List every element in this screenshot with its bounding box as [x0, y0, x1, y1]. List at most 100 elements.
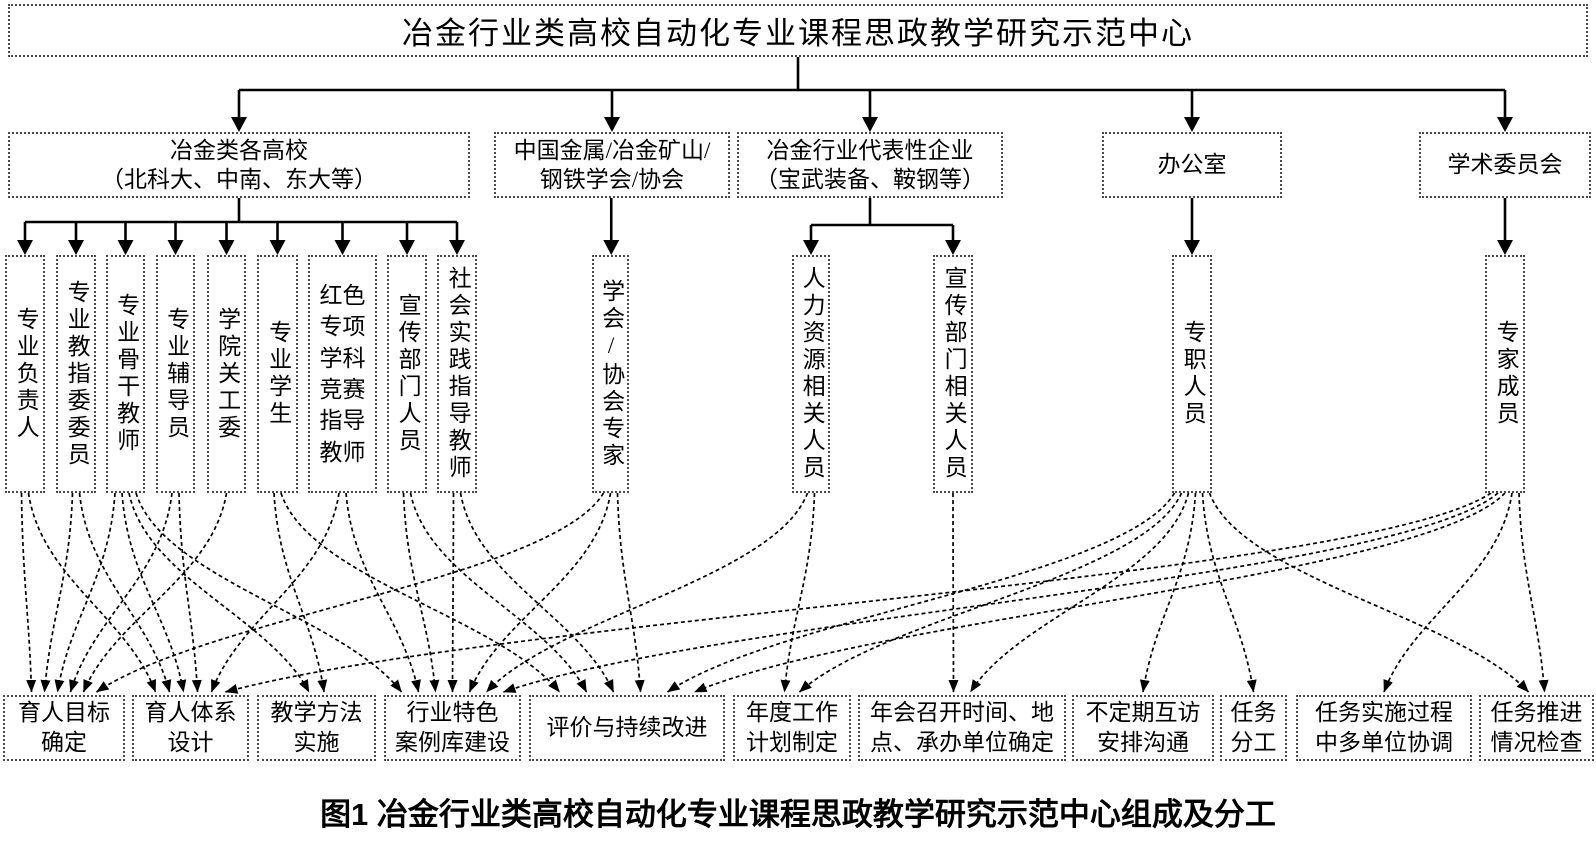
- practice-advisor-box: 社会实践指导教师: [437, 255, 477, 493]
- competition-advisor-box-label: 红色专项学科竞赛指导教师: [319, 283, 366, 465]
- assignment-arrow: [210, 492, 340, 693]
- assignment-arrow: [54, 492, 116, 693]
- teaching-method-box: 教学方法 实施: [257, 695, 376, 761]
- publicity-staff-box: 宣传部门人员: [387, 255, 427, 493]
- tree-arrowhead: [399, 240, 415, 255]
- assignment-arrow: [503, 492, 1499, 693]
- tree-arrowhead: [603, 240, 620, 255]
- expert-member-box: 专家成员: [1485, 255, 1525, 493]
- assignment-arrow: [135, 492, 403, 693]
- tree-arrowhead: [68, 240, 84, 255]
- education-goal-box: 育人目标 确定: [3, 695, 125, 761]
- assignment-arrow: [409, 492, 588, 693]
- tree-arrowhead: [1184, 240, 1200, 255]
- education-system-box: 育人体系 设计: [132, 695, 249, 761]
- assignment-arrow: [485, 492, 809, 693]
- assignment-arrow: [96, 492, 605, 693]
- student-box-label: 专业学生: [265, 320, 291, 428]
- assignment-arrow: [128, 492, 310, 693]
- assignment-arrow: [780, 492, 816, 693]
- assignment-arrows: [20, 492, 1549, 694]
- enterprises-box: 冶金行业代表性企业 （宝武装备、鞍钢等）: [737, 132, 1003, 198]
- task-division-box: 任务 分工: [1220, 695, 1287, 761]
- counselor-box-label: 专业辅导员: [163, 306, 189, 442]
- program-leader-box-label: 专业负责人: [13, 306, 39, 442]
- academic-committee-box: 学术委员会: [1419, 132, 1591, 198]
- annual-meeting-box: 年会召开时间、地 点、承办单位确定: [858, 695, 1066, 761]
- care-committee-box: 学院关工委: [207, 255, 246, 493]
- annual-plan-box: 年度工作 计划制定: [733, 695, 851, 761]
- tree-arrowhead: [449, 240, 465, 255]
- assignment-arrow: [78, 492, 172, 693]
- assignment-arrow: [69, 492, 173, 693]
- fulltime-staff-box-label: 专职人员: [1180, 320, 1206, 428]
- tree-arrowhead: [604, 117, 620, 132]
- assignment-arrow: [1201, 492, 1257, 693]
- tree-arrowhead: [17, 240, 33, 255]
- hr-staff-box-label: 人力资源相关人员: [799, 266, 825, 482]
- enterprise-publicity-box-label: 宣传部门相关人员: [941, 266, 967, 482]
- tree-arrowhead: [1184, 117, 1200, 132]
- assignment-arrow: [948, 492, 959, 693]
- task-inspection-box: 任务推进 情况检查: [1479, 695, 1594, 761]
- assignment-arrow: [402, 492, 440, 693]
- tree-arrowhead: [1497, 240, 1513, 255]
- office-box: 办公室: [1102, 132, 1282, 198]
- tree-lines: [17, 57, 1513, 255]
- teaching-committee-member-box: 专业教指委委员: [56, 255, 96, 493]
- competition-advisor-box: 红色专项学科竞赛指导教师: [308, 255, 377, 493]
- care-committee-box-label: 学院关工委: [214, 306, 240, 442]
- evaluation-box: 评价与持续改进: [529, 695, 725, 761]
- figure-caption: 图1 冶金行业类高校自动化专业课程思政教学研究示范中心组成及分工: [320, 797, 1276, 832]
- assignment-arrow: [694, 492, 1506, 693]
- tree-arrowhead: [945, 240, 961, 255]
- tree-arrowhead: [231, 117, 247, 132]
- mutual-visit-box: 不定期互访 安排沟通: [1072, 695, 1214, 761]
- tree-arrowhead: [803, 240, 819, 255]
- tree-arrowhead: [1497, 117, 1513, 132]
- program-leader-box: 专业负责人: [5, 255, 45, 493]
- assignment-arrow: [459, 492, 615, 693]
- case-library-box: 行业特色 案例库建设: [384, 695, 521, 761]
- assignment-arrow: [667, 492, 1176, 693]
- universities-box: 冶金类各高校 （北科大、中南、东大等）: [8, 132, 470, 198]
- assignment-arrow: [280, 492, 561, 693]
- assignment-arrow: [40, 492, 74, 693]
- assignment-arrow: [225, 492, 1492, 694]
- teaching-committee-member-box-label: 专业教指委委员: [64, 279, 90, 469]
- tree-arrowhead: [218, 240, 235, 255]
- assignment-arrow: [1383, 492, 1513, 693]
- assignment-arrow: [20, 492, 37, 693]
- center-title: 冶金行业类高校自动化专业课程思政教学研究示范中心: [402, 16, 1194, 51]
- society-expert-box-label: 学会/协会专家: [598, 278, 624, 470]
- assignment-arrow: [1139, 492, 1197, 693]
- counselor-box: 专业辅导员: [156, 255, 195, 493]
- student-box: 专业学生: [257, 255, 298, 493]
- coordination-box: 任务实施过程 中多单位协调: [1296, 695, 1472, 761]
- society-expert-box: 学会/协会专家: [592, 255, 629, 493]
- assignment-arrow: [468, 492, 612, 693]
- practice-advisor-box-label: 社会实践指导教师: [445, 266, 471, 482]
- societies-box: 中国金属/冶金矿山/ 钢铁学会/协会: [494, 132, 730, 198]
- assignment-arrow: [616, 492, 645, 693]
- tree-arrowhead: [862, 117, 878, 132]
- expert-member-box-label: 专家成员: [1493, 320, 1519, 428]
- tree-arrowhead: [334, 240, 351, 255]
- assignment-arrow: [798, 492, 1183, 693]
- assignment-arrow: [27, 492, 157, 693]
- assignment-arrow: [1208, 492, 1530, 693]
- assignment-arrow: [82, 492, 228, 693]
- hr-staff-box: 人力资源相关人员: [792, 255, 830, 493]
- tree-arrowhead: [167, 240, 184, 255]
- assignment-arrow: [178, 492, 202, 693]
- enterprise-publicity-box: 宣传部门相关人员: [933, 255, 973, 493]
- assignment-arrow: [345, 492, 421, 693]
- publicity-staff-box-label: 宣传部门人员: [395, 293, 421, 455]
- assignment-arrow: [1518, 492, 1549, 693]
- fulltime-staff-box: 专职人员: [1172, 255, 1212, 493]
- tree-arrowhead: [117, 240, 134, 255]
- assignment-arrow: [447, 492, 458, 693]
- tree-arrowhead: [269, 240, 286, 255]
